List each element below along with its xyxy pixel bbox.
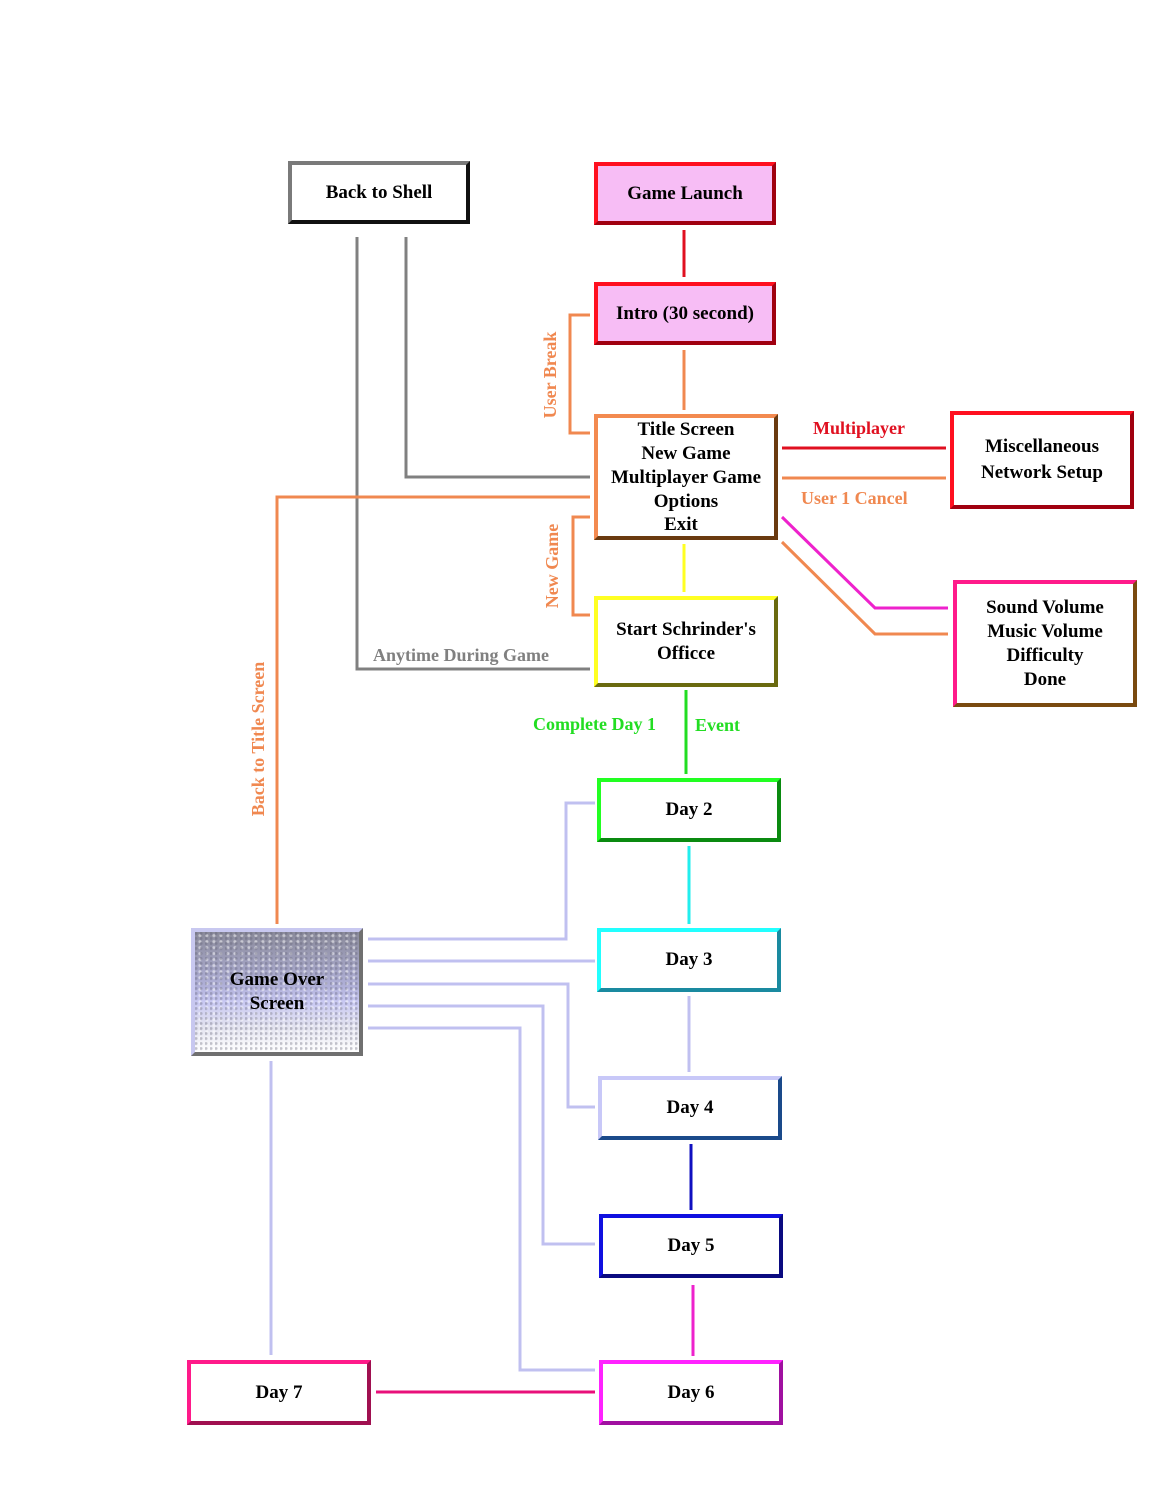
day-3-text: Day 3 [665, 949, 713, 970]
user1-cancel-label: User 1 Cancel [801, 488, 908, 508]
day-7-box: Day 7 [187, 1360, 371, 1425]
intro-text: Intro (30 second) [616, 302, 754, 324]
game-launch-text: Game Launch [627, 182, 743, 204]
day-2-text: Day 2 [665, 799, 713, 820]
title-to-options-pink-connector [780, 515, 948, 610]
shell-anytime-line-connector [355, 237, 590, 671]
day-6-box: Day 6 [599, 1360, 783, 1425]
options-menu-box: Sound Volume Music Volume Difficulty Don… [953, 580, 1137, 707]
misc-network-box: Miscellaneous Network Setup [950, 411, 1134, 509]
shell-to-title-connector [404, 237, 590, 479]
music-volume-line: Music Volume [987, 620, 1103, 642]
title-exit-line: Exit [664, 514, 698, 535]
gameover-to-day6-connector [368, 1026, 595, 1372]
game-over-line1: Game Over [229, 969, 325, 990]
day-2-box: Day 2 [597, 778, 781, 842]
network-setup-line: Network Setup [981, 462, 1103, 483]
user-break-label: User Break [540, 331, 560, 419]
day-4-box: Day 4 [598, 1076, 782, 1140]
back-to-title-line-connector [275, 495, 590, 924]
day-6-text: Day 6 [667, 1381, 715, 1403]
title-screen-box: Title Screen New Game Multiplayer Game O… [594, 414, 778, 540]
sound-volume-line: Sound Volume [986, 596, 1104, 618]
day-4-text: Day 4 [666, 1097, 714, 1118]
complete-day1-label: Complete Day 1 [533, 714, 656, 734]
anytime-label: Anytime During Game [373, 645, 549, 665]
gameover-to-day2-connector [368, 801, 595, 941]
multiplayer-label: Multiplayer [813, 418, 905, 438]
start-office-line1: Start Schrinder's [616, 618, 756, 640]
event-label: Event [695, 715, 740, 735]
title-options-line: Options [653, 491, 719, 512]
intro-box: Intro (30 second) [594, 282, 776, 345]
title-screen-line: Title Screen [637, 419, 735, 440]
done-line: Done [1023, 668, 1067, 690]
day-3-box: Day 3 [597, 928, 781, 992]
title-multiplayer-line: Multiplayer Game [610, 467, 762, 488]
start-office-box: Start Schrinder's Officce [594, 596, 778, 687]
new-game-bracket-connector [571, 515, 590, 617]
day-5-box: Day 5 [599, 1214, 783, 1278]
back-to-shell-text: Back to Shell [325, 181, 433, 203]
gameover-to-day5-connector [368, 1004, 595, 1246]
game-launch-box: Game Launch [594, 162, 776, 225]
misc-line: Miscellaneous [985, 436, 1099, 457]
day-7-text: Day 7 [255, 1381, 303, 1403]
new-game-label: New Game [542, 523, 562, 609]
back-to-shell-box: Back to Shell [288, 161, 470, 224]
user-break-bracket-connector [568, 313, 590, 435]
day-5-text: Day 5 [667, 1235, 715, 1256]
gameover-to-day4-connector [368, 982, 595, 1109]
game-over-box: Game Over Screen [191, 928, 363, 1056]
title-to-options-orange-connector [780, 540, 948, 636]
game-over-line2: Screen [249, 993, 305, 1014]
start-office-line2: Officce [656, 642, 715, 664]
title-new-game-line: New Game [641, 443, 731, 464]
back-to-title-label: Back to Title Screen [248, 661, 268, 817]
difficulty-line: Difficulty [1006, 644, 1084, 666]
